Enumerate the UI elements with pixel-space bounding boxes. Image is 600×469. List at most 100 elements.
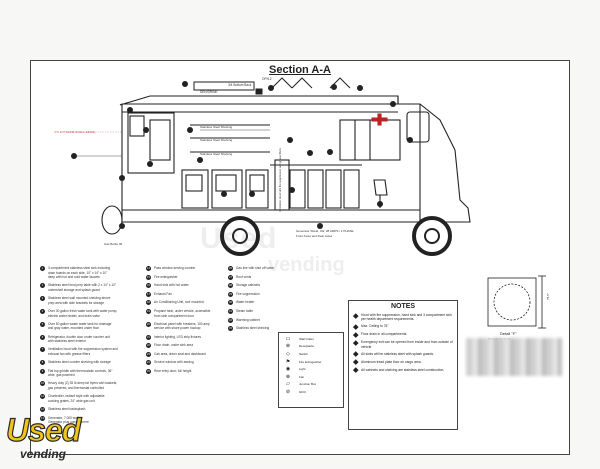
diamond-bullet-icon [353,332,358,337]
legend-text: Hand sink with hot water [154,283,189,288]
legend-number: 28 [228,283,233,289]
legend-number: 4 [40,308,45,314]
watermark-used: Used [200,222,278,255]
legend-text: Charbroiler, radiant style with adjustab… [48,394,105,399]
diamond-bullet-icon [353,360,358,365]
legend-number: 11 [40,394,45,400]
diamond-bullet-icon [353,313,358,318]
notes-box: NOTES Hood with fire suppression, hand s… [348,300,458,430]
legend-number: 9 [40,368,45,374]
legend-text: and gray water, mounted under floor [48,326,100,331]
legend-text: Service window with awning [154,360,194,365]
legend-text: Air Conditioning Unit, roof mounted [154,300,204,305]
legend-number: 25 [146,368,151,374]
legend-number: 14 [146,266,151,271]
legend-text: Flat top griddle with thermostatic contr… [48,368,113,373]
drawing-sheet [30,60,570,455]
shelf-label-2: Stainless Steel Shelving [200,152,233,156]
symbol-key: ▭Wall Outlet⊕Receptacle◇Switch⚑Fire Exti… [278,332,344,408]
diamond-bullet-icon [353,352,358,357]
symbol-row: ⊘GFCI [281,388,341,396]
legend-text: undershelf storage and splash guard [48,287,100,292]
legend-text: Heavy duty (2) 35 lb deep fat fryers wit… [48,381,118,386]
legend-text: Generator plus compartment [48,420,89,425]
legend-number: 24 [146,360,151,366]
detail-dim: 75.5" [546,293,550,300]
note-item: Max. Ceiling to 76" [353,324,453,329]
legend-text: Cab area, driver seat and dashboard [154,351,206,356]
symbol-label: Switch [299,351,308,356]
symbol-label: Receptacle [299,344,315,349]
used-vending-logo: Used vending [5,411,110,464]
top-label-0: 3/4 Bottom Back [228,83,252,87]
legend-number: 30 [228,300,233,306]
detail-f [487,275,546,329]
legend-text: Fire extinguisher [154,274,178,279]
symbol-row: ⊗Fan [281,373,341,381]
note-text: Max. Ceiling to 76" [361,324,389,329]
roof-unit [193,81,255,91]
legend-text: Over 30 gallon fresh water tank with wat… [48,308,118,313]
legend-text: from side compartment door [154,313,194,318]
legend-text: exhaust fan with grease filters [48,351,91,356]
symbol-row: ▭Wall Outlet [281,335,341,343]
legend-text: Roof vents [236,274,252,279]
symbol-icon: ◇ [286,350,290,357]
note-text: All sinks will be stainless steel with s… [361,351,434,356]
legend-number: 33 [228,326,233,332]
legend-text: prep area with side brackets for storage [48,300,104,305]
symbol-label: Wall Outlet [299,336,314,341]
top-label-1: DEN/DRINK [200,90,218,94]
note-text: All cabinets and shelving are stainless … [361,367,445,372]
legend-text: Refrigerator, double door under counter … [48,334,110,339]
blurred-info [466,338,562,376]
legend-number: 32 [228,317,233,323]
legend-text: Storage cabinets [236,283,260,288]
legend-number: 17 [146,291,151,297]
legend-text: Over 50 gallon waste water tank for drai… [48,321,112,326]
legend-text: Stainless steel wall mounted shelving ab… [48,296,111,301]
legend-text: Fire suppression [236,291,260,296]
legend-number: 7 [40,347,45,353]
legend-text: Rear entry door, full height [154,368,192,373]
wheels [220,216,452,256]
legend-number: 10 [40,381,45,387]
axle-label: Gas Bottle 30 [104,242,123,246]
diamond-bullet-icon [353,368,358,373]
legend-number: 18 [146,300,151,306]
symbol-icon: ◉ [285,366,291,373]
legend-text: Propane tank, under vehicle, accessible [154,308,211,313]
note-item: Hood with fire suppression, hand sink an… [353,313,453,321]
note-item: All cabinets and shelving are stainless … [353,368,453,373]
symbol-row: ⚑Fire Extinguisher [281,358,341,366]
center-note-1: Front Axles and Rear Axles [296,234,333,238]
detail-caption: Detail "F" [500,331,517,336]
symbol-label: Junction Box [299,382,317,387]
legend-text: Stainless steel shelving [236,326,270,331]
